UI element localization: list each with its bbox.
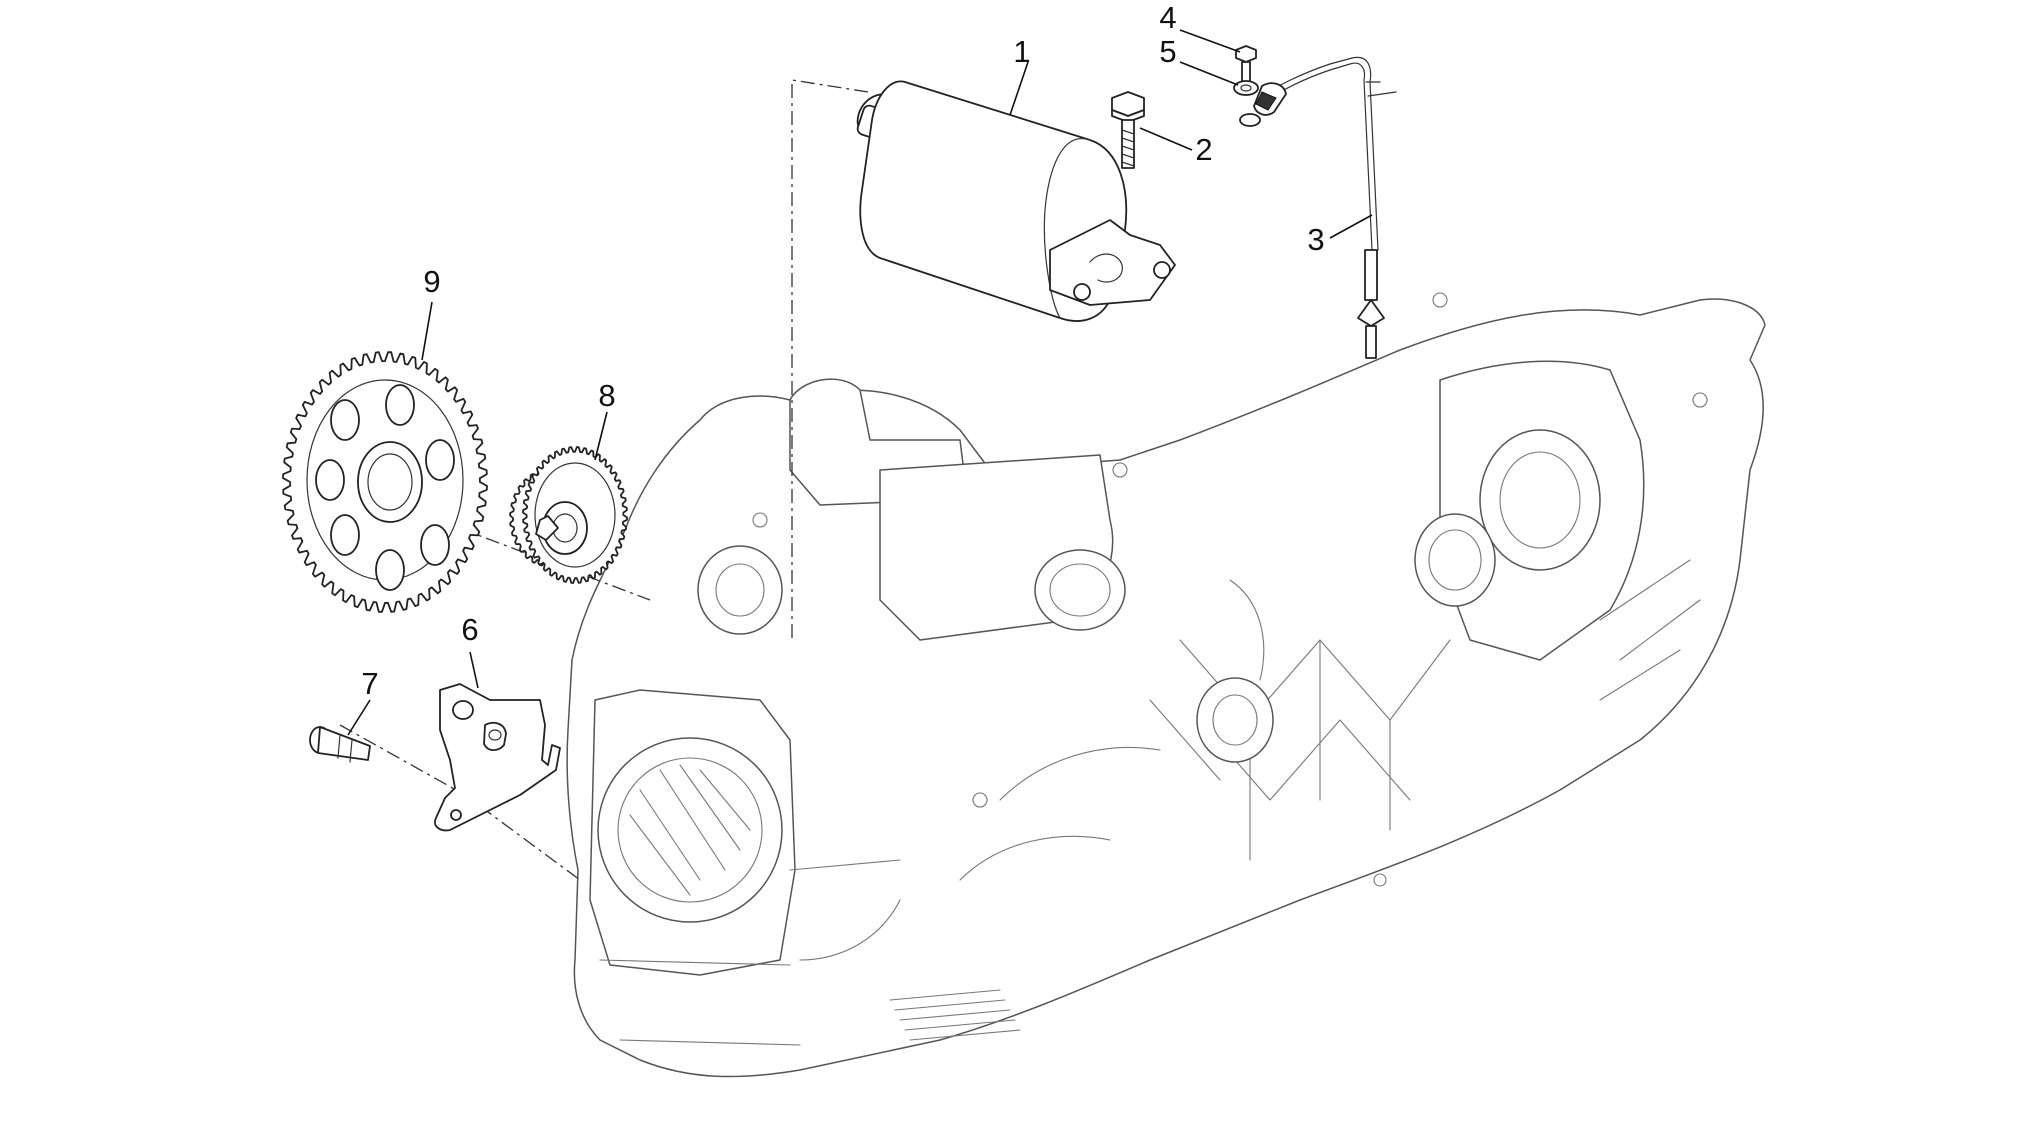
callout-7: 7	[361, 666, 378, 701]
callout-labels: 1 2 3 4 5 6 7 8 9	[347, 0, 1373, 736]
large-starter-gear-9	[282, 351, 488, 613]
callout-9: 9	[423, 264, 440, 299]
bracket-6	[434, 683, 561, 832]
callout-1: 1	[1013, 34, 1030, 69]
starter-cable-3	[1239, 56, 1397, 359]
starter-motor	[856, 80, 1176, 322]
callout-3: 3	[1307, 222, 1324, 257]
callout-4: 4	[1159, 0, 1176, 35]
screw-2	[1111, 91, 1145, 169]
callout-6: 6	[461, 612, 478, 647]
callout-2: 2	[1195, 132, 1212, 167]
callout-8: 8	[598, 378, 615, 413]
intermediate-gear-8	[509, 446, 628, 584]
washer-5	[1233, 80, 1259, 96]
engine-crankcase	[566, 292, 1766, 1078]
callout-5: 5	[1159, 34, 1176, 69]
bolt-7	[309, 726, 371, 763]
